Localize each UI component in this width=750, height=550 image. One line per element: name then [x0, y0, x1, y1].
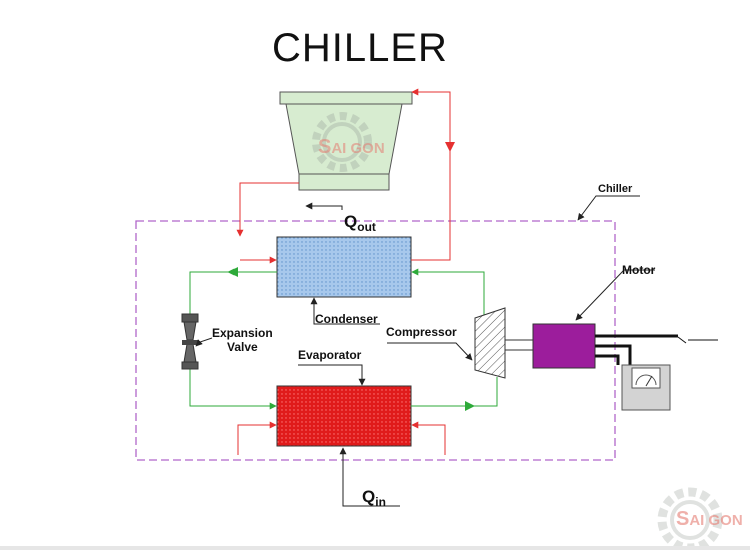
- q-in-arrow: [339, 447, 400, 507]
- label-condenser: Condenser: [315, 312, 378, 326]
- expansion-valve-icon: [181, 313, 199, 370]
- motor-cables: [595, 334, 678, 365]
- evaporator-water-loop: [237, 421, 446, 455]
- q-in-label: Qin: [362, 487, 386, 509]
- watermark-gear-icon: [312, 112, 372, 172]
- drive-shaft: [505, 339, 533, 351]
- condenser-coil: [276, 236, 412, 298]
- label-motor: Motor: [622, 263, 656, 277]
- evaporator-coil: [276, 385, 412, 447]
- page-title: CHILLER: [272, 26, 448, 70]
- label-evaporator: Evaporator: [298, 348, 362, 362]
- label-expansion-valve: Expansion Valve: [212, 326, 273, 354]
- compressor-icon: [474, 307, 506, 379]
- watermark-text-tower: SAI GON: [318, 136, 385, 158]
- cooling-tower: [279, 91, 413, 191]
- leader-lines: [195, 195, 655, 386]
- condenser-water-loop: [236, 88, 455, 264]
- label-chiller: Chiller: [598, 183, 633, 195]
- label-compressor: Compressor: [386, 325, 457, 339]
- watermark-text-corner: SAI GON: [676, 508, 743, 530]
- motor-box: [532, 323, 596, 369]
- refrigerant-loop: [189, 267, 498, 411]
- q-out-label: Qout: [344, 212, 376, 234]
- footer-bar: [0, 546, 750, 550]
- q-out-arrow: [305, 202, 343, 210]
- control-panel: [621, 364, 671, 411]
